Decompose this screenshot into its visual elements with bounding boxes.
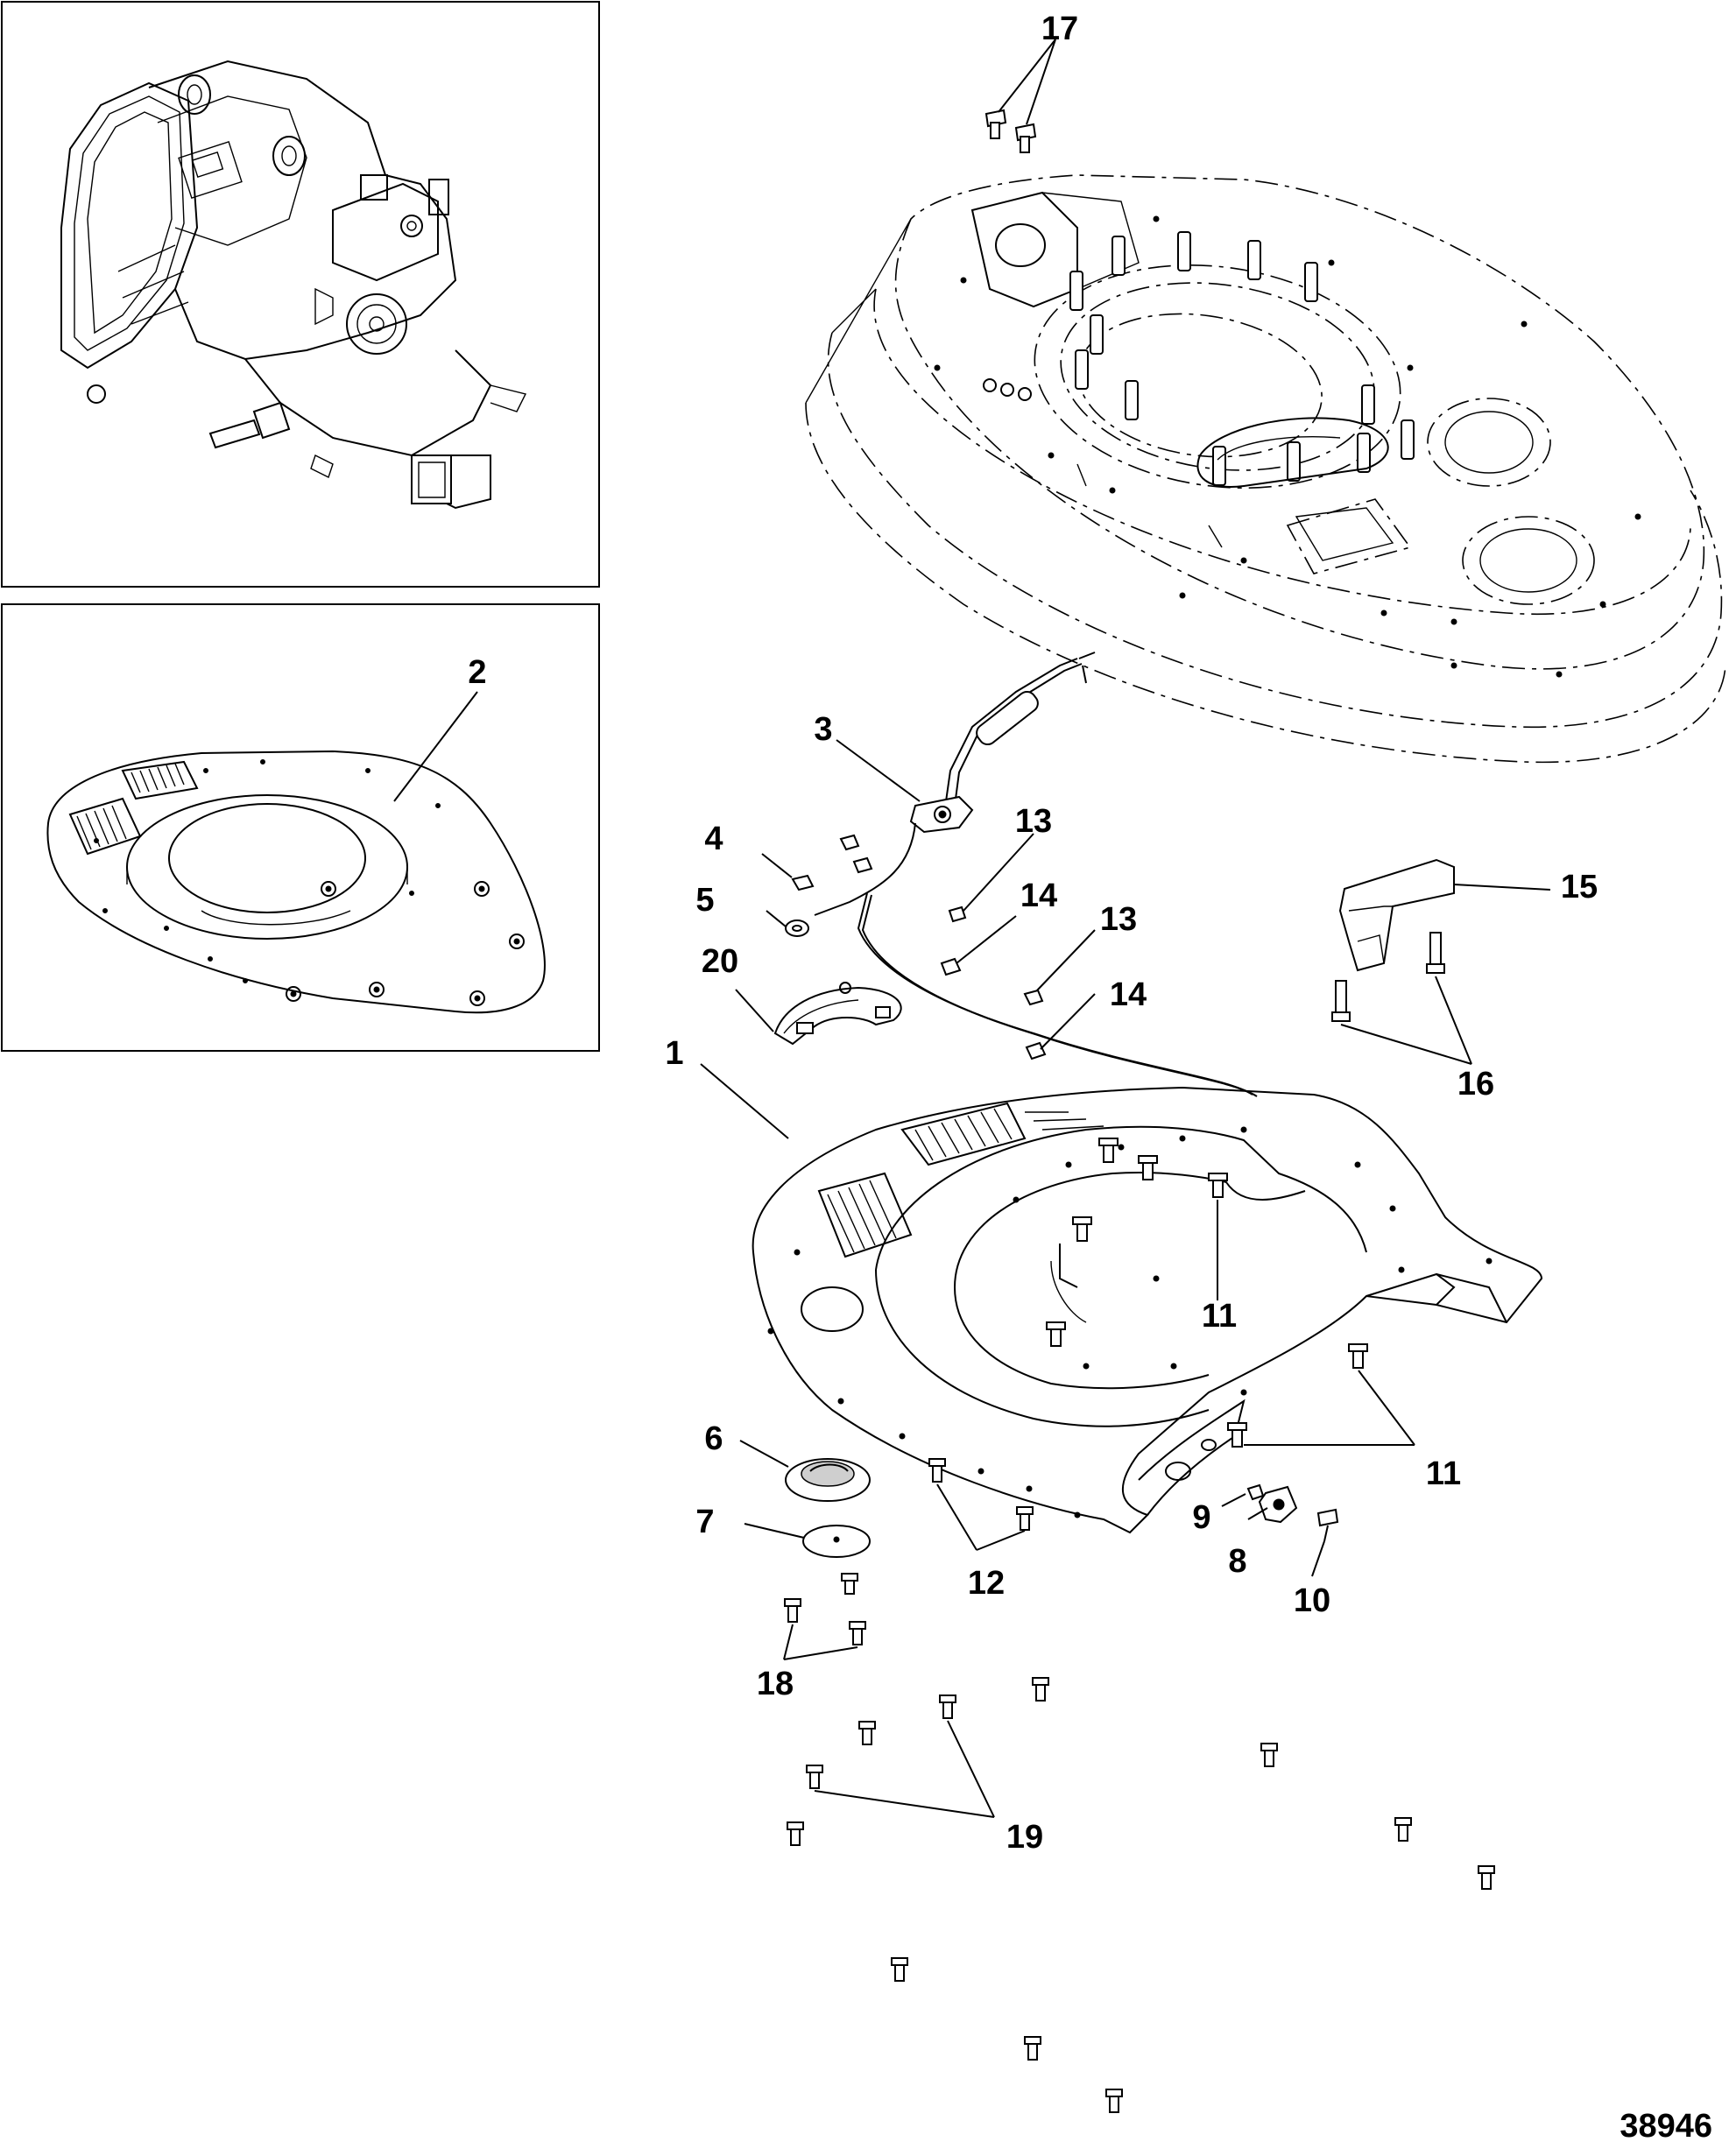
retainer-20	[735, 982, 902, 1046]
speed-sensor-harness-3	[814, 652, 1258, 1097]
callout-6: 6	[704, 1420, 723, 1457]
callout-15: 15	[1561, 869, 1598, 905]
studs-18	[783, 1598, 866, 1660]
inset-transmission	[1, 1, 600, 588]
nut-4-washer-5	[761, 853, 815, 937]
callout-11-lower: 11	[1426, 1455, 1461, 1492]
studs-11	[1046, 1138, 1415, 1448]
transmission-housing-outline	[805, 174, 1726, 764]
bolts-17	[984, 39, 1056, 153]
callout-14-lower: 14	[1110, 976, 1147, 1013]
callout-16: 16	[1457, 1066, 1494, 1103]
callout-19: 19	[1006, 1819, 1043, 1856]
callout-9: 9	[1192, 1499, 1210, 1536]
callout-13-upper: 13	[1015, 803, 1052, 840]
flywheel-cover-1	[700, 1063, 1543, 1534]
callout-7: 7	[695, 1504, 714, 1540]
plate-6-cover-7	[739, 1440, 871, 1595]
callout-8: 8	[1228, 1543, 1246, 1580]
callout-2: 2	[468, 654, 486, 691]
callout-14-upper: 14	[1020, 877, 1057, 914]
nuts-13-clips-14	[940, 833, 1096, 1060]
inset-flywheel-shield	[1, 603, 600, 1052]
callout-10: 10	[1294, 1582, 1330, 1619]
callout-12: 12	[968, 1565, 1005, 1602]
callout-13-lower: 13	[1100, 901, 1137, 938]
callout-5: 5	[695, 882, 714, 919]
callout-1: 1	[665, 1035, 683, 1072]
callout-labels: 1 2 3 4 5 6 7 8 9 10 11 11 12 13 13 14 1…	[468, 11, 1598, 1856]
studs-12	[928, 1458, 1034, 1551]
callout-3: 3	[814, 711, 832, 748]
callout-4: 4	[704, 821, 723, 857]
screws-16	[1331, 932, 1472, 1065]
bracket-15	[1338, 858, 1551, 972]
drawing-number: 38946	[1620, 2108, 1712, 2145]
callout-20: 20	[702, 943, 738, 980]
studs-19	[787, 1677, 1495, 2113]
callout-18: 18	[757, 1666, 794, 1702]
callout-11-upper: 11	[1202, 1298, 1237, 1335]
callout-17: 17	[1041, 11, 1078, 47]
sensor-8-nut-9-screw-10	[1221, 1483, 1339, 1577]
